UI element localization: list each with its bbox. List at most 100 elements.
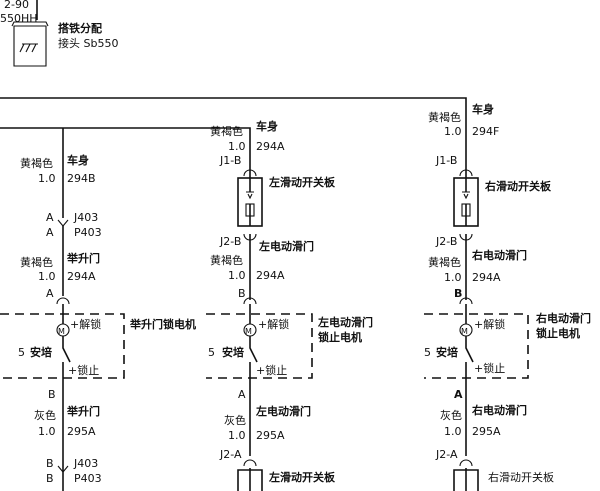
motor-name-1: 左电动滑门 <box>317 315 373 329</box>
wire-gauge: 1.0 <box>228 429 246 442</box>
diode-icon <box>462 191 470 200</box>
wire-location: 车身 <box>256 119 278 133</box>
motor-box <box>424 313 529 379</box>
motor-m: M <box>58 327 65 336</box>
ground-pin: 5 <box>208 346 215 359</box>
resistor-icon <box>245 203 255 217</box>
wire-gauge: 1.0 <box>38 270 56 283</box>
connector-chevron <box>57 219 69 227</box>
ground-pin: 5 <box>18 346 25 359</box>
resistor-icon <box>461 203 471 217</box>
motor-m: M <box>245 327 252 336</box>
motor-name: 举升门锁电机 <box>129 317 196 331</box>
splice-node-label: 550HH <box>0 12 38 25</box>
wire-color: 灰色 <box>224 413 246 427</box>
ground-label: 安培 <box>30 345 52 359</box>
wire-circuit: 294B <box>67 172 96 185</box>
wire-circuit: 294A <box>472 271 501 284</box>
motor-m: M <box>461 327 468 336</box>
switch-name-2: 左滑动开关板 <box>268 470 336 484</box>
bus-wire-294A <box>0 127 251 178</box>
connector-top: J1-B <box>435 154 457 167</box>
connector-bottom: J2-A <box>435 448 458 461</box>
connector-pin: A <box>46 211 54 224</box>
right-sliding-door-circuit: 黄褐色 车身 1.0 294F J1-B 右滑动开关板 J2-B 右电动滑门 黄… <box>424 102 591 491</box>
motor-box <box>0 313 125 379</box>
connector-pin: B <box>46 472 54 485</box>
wire-gauge: 1.0 <box>228 269 246 282</box>
ground-box <box>13 25 47 67</box>
wire-circuit: 294A <box>256 269 285 282</box>
motor-lock: +锁止 <box>256 363 287 377</box>
pin-arc <box>56 297 70 305</box>
ground-bracket <box>11 21 49 27</box>
switch-name: 左滑动开关板 <box>268 175 336 189</box>
wire-circuit: 294F <box>472 125 499 138</box>
ground-label: 安培 <box>222 345 244 359</box>
door-label: 右电动滑门 <box>471 248 527 262</box>
ground-pin: 5 <box>424 346 431 359</box>
wire-gauge: 1.0 <box>228 140 246 153</box>
connector-pin: B <box>46 457 54 470</box>
motor-unlock: +解锁 <box>70 317 101 331</box>
wire-location: 举升门 <box>66 251 100 265</box>
wire-location: 左电动滑门 <box>255 404 311 418</box>
connector-bot: J2-B <box>219 235 241 248</box>
connector-name: P403 <box>74 226 102 239</box>
switch-box-2 <box>453 468 479 491</box>
wire-color: 黄褐色 <box>210 124 243 138</box>
motor-lock: +锁止 <box>474 361 505 375</box>
pin-arc <box>459 459 473 467</box>
pin-arc <box>459 169 473 177</box>
motor-switch <box>62 336 71 390</box>
liftgate-latch-circuit: 黄褐色 1.0 294B 车身 A A J403 P403 黄褐色 1.0 29… <box>0 128 196 491</box>
bus-wire-294F <box>0 97 467 178</box>
connector-pin: A <box>46 287 54 300</box>
connector-bot: J2-B <box>435 235 457 248</box>
wire-gauge: 1.0 <box>38 172 56 185</box>
pin-arc <box>459 297 473 305</box>
connector-chevron <box>57 465 69 473</box>
ground-distribution-splice: 2-90 550HH 搭铁分配 接头 Sb550 <box>0 0 118 67</box>
left-sliding-door-circuit: 黄褐色 车身 1.0 294A J1-B 左滑动开关板 J2-B 左电动滑门 黄… <box>206 119 373 491</box>
ground-label: 安培 <box>436 345 458 359</box>
diode-icon <box>246 191 254 200</box>
pin-arc <box>243 297 257 305</box>
connector-bottom: J2-A <box>219 448 242 461</box>
splice-name-1: 搭铁分配 <box>58 21 102 35</box>
motor-lock: +锁止 <box>68 363 99 377</box>
wire-color: 黄褐色 <box>20 255 53 269</box>
wire-color: 黄褐色 <box>20 156 53 170</box>
switch-name-2: 右滑动开关板 <box>488 470 554 484</box>
splice-name-2: 接头 Sb550 <box>58 37 118 50</box>
partial-top-label: 2-90 <box>4 0 29 11</box>
door-label: 左电动滑门 <box>258 239 314 253</box>
wire-location: 车身 <box>67 153 89 167</box>
wire-color: 黄褐色 <box>428 110 461 124</box>
wire-circuit: 294A <box>67 270 96 283</box>
wire-gauge: 1.0 <box>444 125 462 138</box>
wire-circuit: 294A <box>256 140 285 153</box>
connector-pin: A <box>46 226 54 239</box>
motor-unlock: +解锁 <box>474 317 505 331</box>
wire-location: 举升门 <box>66 404 100 418</box>
wire-color: 黄褐色 <box>210 253 243 267</box>
switch-box-2 <box>237 468 263 491</box>
connector-top: J1-B <box>219 154 241 167</box>
motor-switch <box>249 336 258 390</box>
connector-name: J403 <box>73 211 98 224</box>
wire-gauge: 1.0 <box>444 271 462 284</box>
connector-pin: A <box>454 388 463 401</box>
connector-pin: A <box>238 388 246 401</box>
motor-name-2: 锁止电机 <box>536 326 580 340</box>
ground-icon <box>19 43 38 53</box>
wire-location: 右电动滑门 <box>471 403 527 417</box>
connector-pin: B <box>238 287 246 300</box>
switch-name: 右滑动开关板 <box>484 179 552 193</box>
wire-circuit: 295A <box>472 425 501 438</box>
wire-gauge: 1.0 <box>444 425 462 438</box>
wire-circuit: 295A <box>256 429 285 442</box>
pin-arc <box>243 459 257 467</box>
motor-name-2: 锁止电机 <box>318 330 362 344</box>
